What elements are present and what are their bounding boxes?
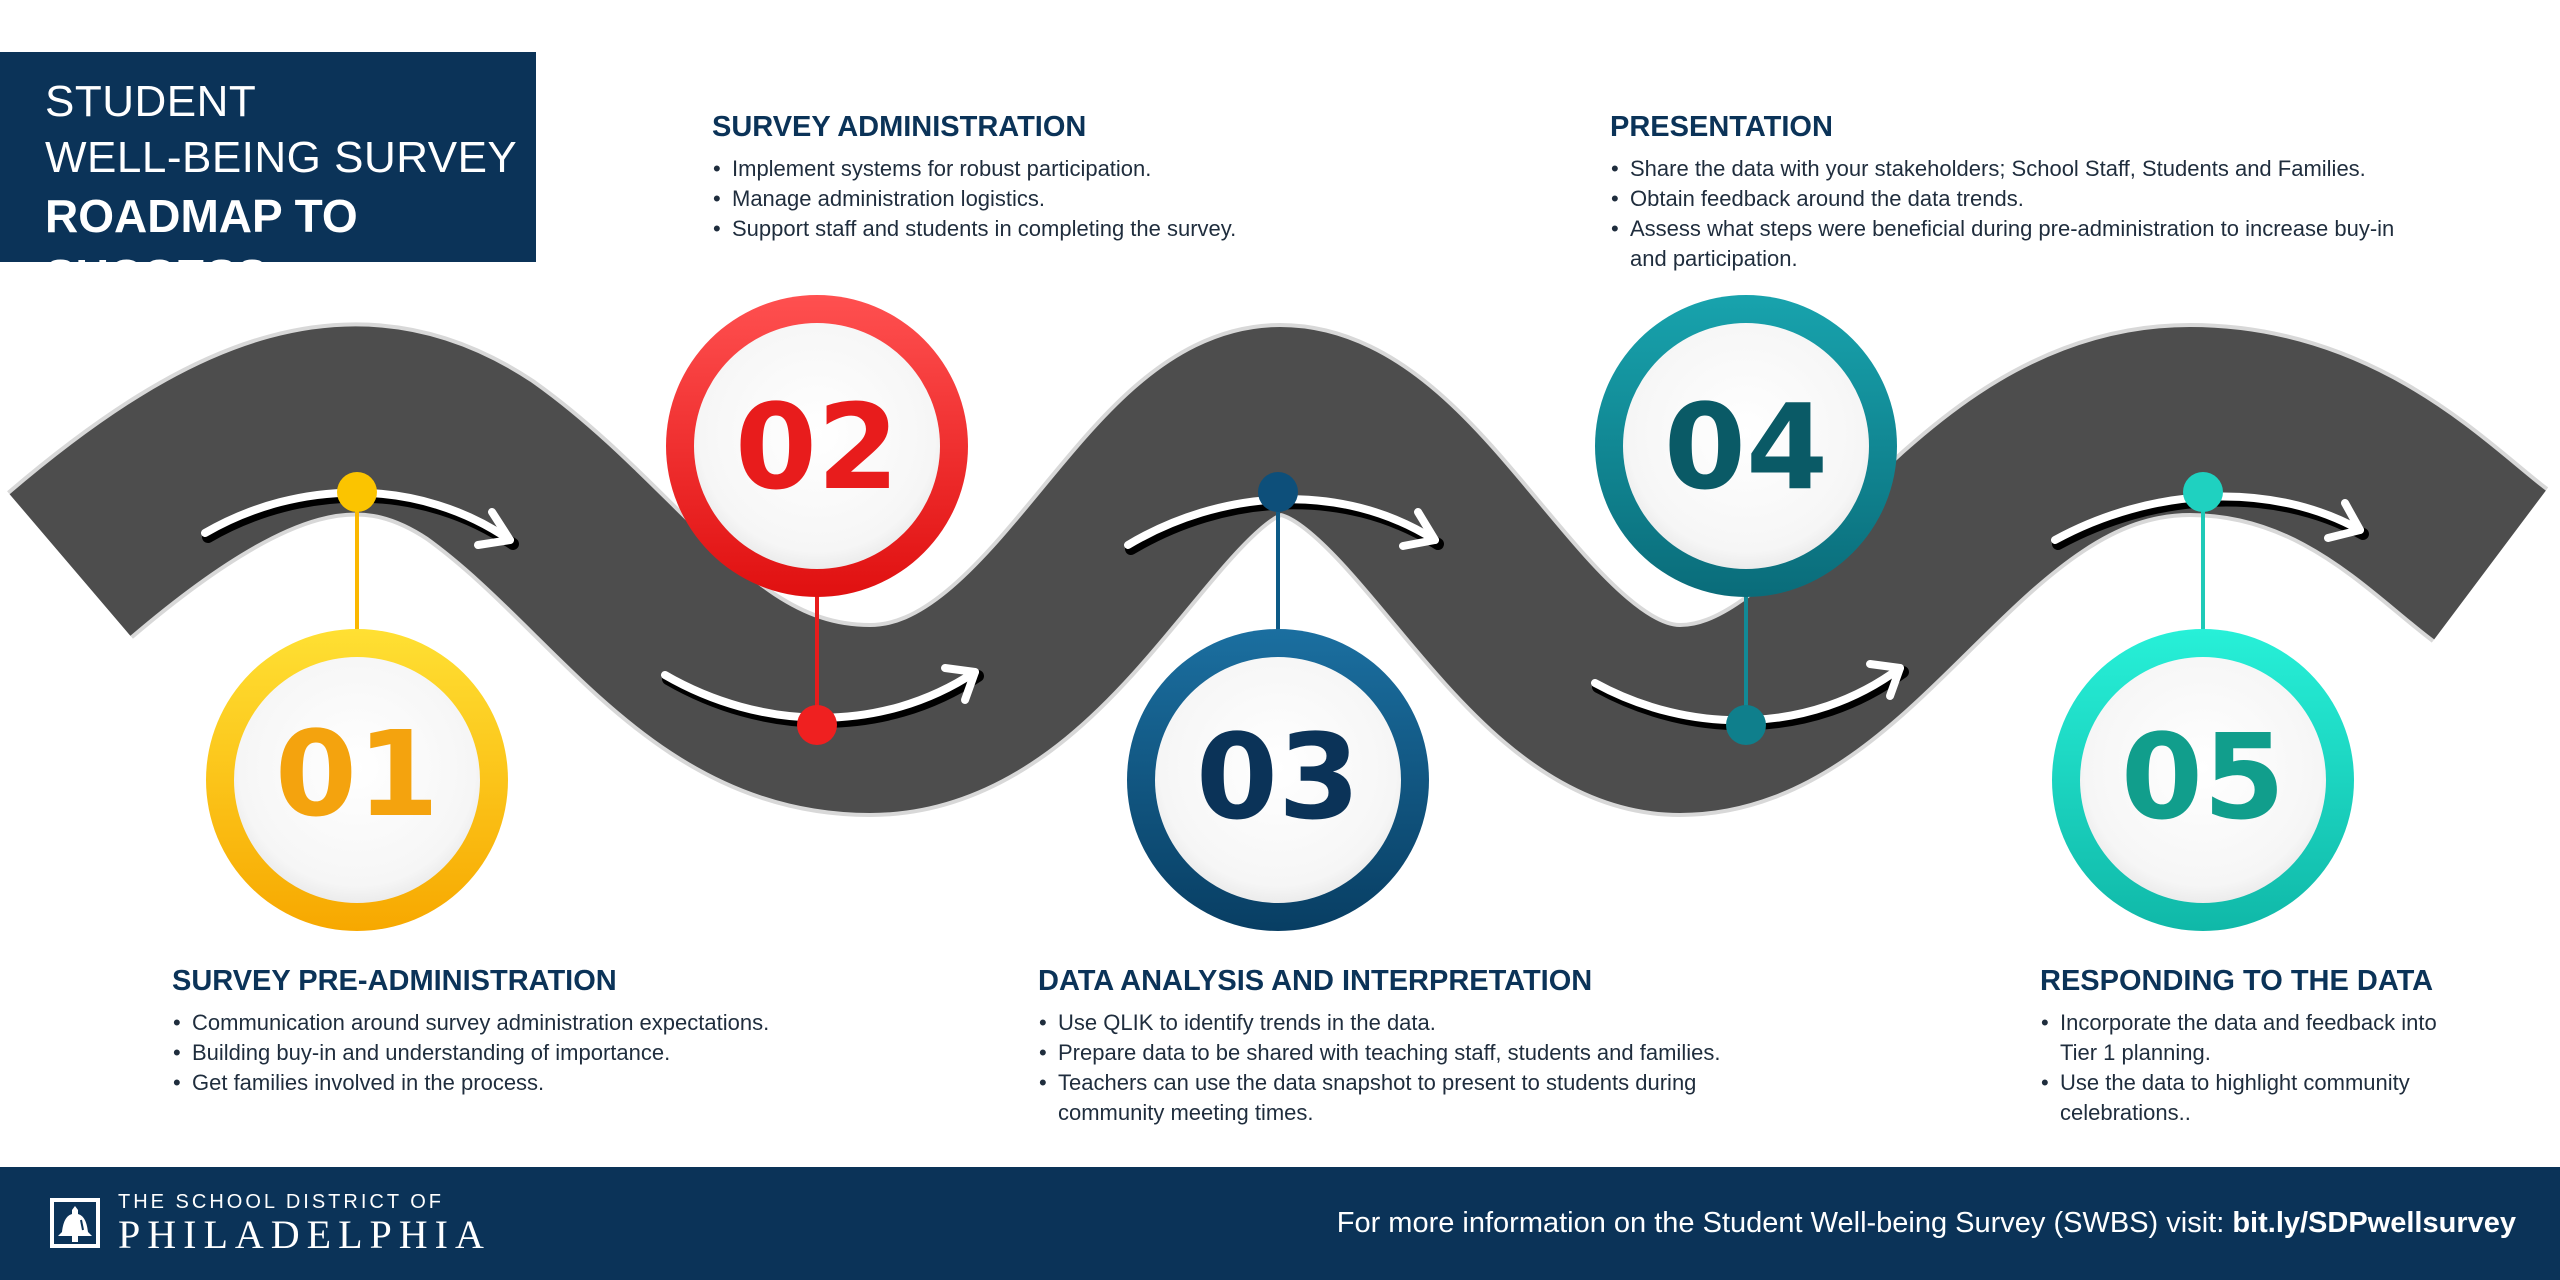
step-03-text: DATA ANALYSIS AND INTERPRETATION Use QLI… [1038,964,1738,1128]
liberty-bell-icon [50,1198,100,1248]
step-bullets: Share the data with your stakeholders; S… [1610,154,2400,274]
milestone-dot [797,705,837,745]
bullet-item: Share the data with your stakeholders; S… [1611,154,2400,184]
step-bullets: Implement systems for robust participati… [712,154,1472,244]
step-number: 04 [1664,378,1828,516]
bullet-item: Use QLIK to identify trends in the data. [1039,1008,1738,1038]
milestone-dot [337,472,377,512]
bullet-item: Teachers can use the data snapshot to pr… [1039,1068,1738,1128]
step-bullets: Incorporate the data and feedback into T… [2040,1008,2460,1128]
step-title: PRESENTATION [1610,111,1833,143]
footer: THE SCHOOL DISTRICT OF PHILADELPHIA For … [0,1167,2560,1280]
step-02-text: SURVEY ADMINISTRATION Implement systems … [712,110,1472,244]
step-number: 03 [1196,708,1360,846]
step-title: SURVEY ADMINISTRATION [712,111,1087,143]
step-bullets: Communication around survey administrati… [172,1008,932,1098]
bullet-item: Assess what steps were beneficial during… [1611,214,2400,274]
milestone-02: 02 [666,295,968,597]
district-logo[interactable]: THE SCHOOL DISTRICT OF PHILADELPHIA [48,1190,491,1256]
footer-info-text: For more information on the Student Well… [1336,1207,2233,1239]
bullet-item: Use the data to highlight community cele… [2041,1068,2460,1128]
step-05-text: RESPONDING TO THE DATA Incorporate the d… [2040,964,2460,1128]
bullet-item: Implement systems for robust participati… [713,154,1472,184]
step-number: 01 [275,705,439,843]
milestone-04: 04 [1595,295,1897,597]
title-line-1: STUDENT [45,77,257,126]
step-number: 05 [2121,708,2285,846]
title-line-2: WELL-BEING SURVEY [45,133,518,182]
step-title: RESPONDING TO THE DATA [2040,965,2434,997]
logo-line-2: PHILADELPHIA [118,1212,491,1257]
milestone-05: 05 [2052,629,2354,931]
bullet-item: Communication around survey administrati… [173,1008,932,1038]
bullet-item: Obtain feedback around the data trends. [1611,184,2400,214]
title-box: STUDENT WELL-BEING SURVEY ROADMAP TO SUC… [0,52,536,302]
step-01-text: SURVEY PRE-ADMINISTRATION Communication … [172,964,932,1098]
milestone-dot [1726,705,1766,745]
title-line-3: ROADMAP TO SUCCESS [45,190,358,302]
milestone-dot [2183,472,2223,512]
step-number: 02 [735,378,899,516]
bullet-item: Incorporate the data and feedback into T… [2041,1008,2460,1068]
milestone-01: 01 [206,629,508,931]
step-04-text: PRESENTATION Share the data with your st… [1610,110,2400,274]
footer-info: For more information on the Student Well… [1337,1203,2516,1243]
step-bullets: Use QLIK to identify trends in the data.… [1038,1008,1738,1128]
connectors [337,472,2223,745]
logo-line-1: THE SCHOOL DISTRICT OF [118,1191,445,1213]
bullet-item: Building buy-in and understanding of imp… [173,1038,932,1068]
step-title: SURVEY PRE-ADMINISTRATION [172,965,617,997]
logo-text: THE SCHOOL DISTRICT OF PHILADELPHIA [118,1190,491,1256]
road [9,326,2547,813]
bullet-item: Manage administration logistics. [713,184,1472,214]
bullet-item: Support staff and students in completing… [713,214,1472,244]
milestone-03: 03 [1127,629,1429,931]
survey-link[interactable]: bit.ly/SDPwellsurvey [2232,1207,2516,1239]
step-title: DATA ANALYSIS AND INTERPRETATION [1038,965,1593,997]
milestone-dot [1258,472,1298,512]
bullet-item: Get families involved in the process. [173,1068,932,1098]
bullet-item: Prepare data to be shared with teaching … [1039,1038,1738,1068]
